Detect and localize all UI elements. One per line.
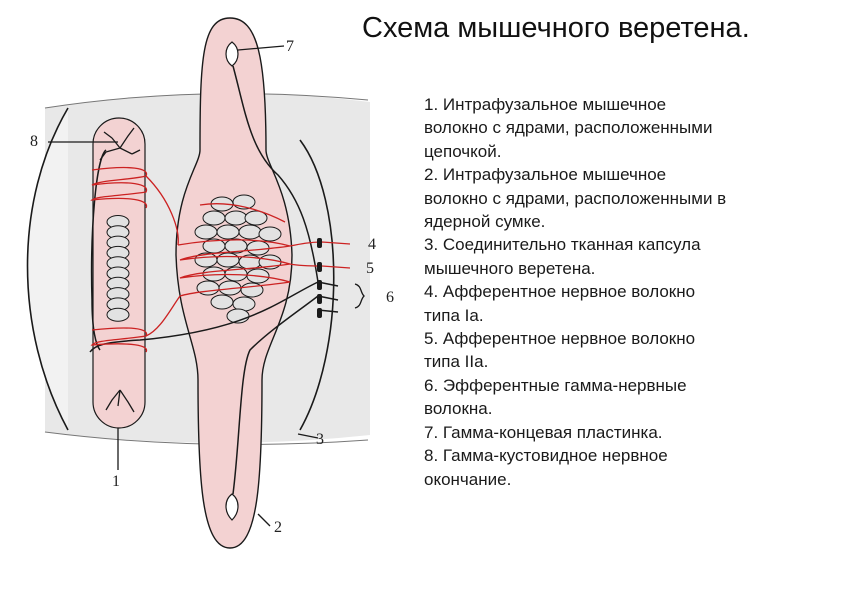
legend: 1. Интрафузальное мышечное волокно с ядр… [424, 93, 824, 491]
capsule-outline-right [299, 139, 335, 431]
label-5: 5 [366, 260, 374, 277]
label-8: 8 [30, 133, 38, 150]
nucleus [258, 226, 282, 242]
label-7: 7 [286, 38, 294, 55]
nucleus [106, 307, 130, 322]
label-3: 3 [316, 431, 324, 448]
legend-item-7: 7. Гамма-концевая пластинка. [424, 422, 663, 442]
nucleus [246, 240, 270, 256]
nucleus [238, 224, 262, 240]
legend-item-1: 1. Интрафузальное мышечное волокно с ядр… [424, 95, 713, 161]
capsule-outline-left [26, 107, 69, 431]
nucleus [202, 210, 226, 226]
gamma-endplate-bottom [225, 493, 239, 521]
label-1: 1 [112, 473, 120, 490]
diagram-title: Схема мышечного веретена. [362, 12, 750, 44]
nucleus [216, 252, 240, 268]
legend-item-2: 2. Интрафузальное мышечное волокно с ядр… [424, 165, 727, 232]
leader-lines [48, 45, 365, 527]
gamma-endplate-top [225, 41, 239, 67]
efferent-gamma-fibers [89, 65, 339, 495]
chain-nuclei [106, 215, 130, 322]
gamma-bush-ending [99, 127, 141, 413]
nucleus [210, 294, 234, 310]
nucleus [194, 224, 218, 240]
nucleus [224, 210, 248, 226]
label-6: 6 [386, 289, 394, 306]
nerve-fiber-endings [317, 238, 322, 318]
legend-item-8: 8. Гамма-кустовидное нервное окончание. [424, 446, 668, 489]
legend-item-5: 5. Афферентное нервное волокно типа IIa. [424, 329, 696, 372]
legend-item-6: 6. Эфферентные гамма-нервные волокна. [424, 375, 687, 419]
afferent-fibers [90, 166, 351, 353]
nucleus [196, 280, 220, 296]
legend-item-3: 3. Соединительно тканная капсула мышечно… [424, 235, 701, 278]
legend-item-4: 4. Афферентное нервное волокно типа Ia. [424, 282, 696, 325]
label-2: 2 [274, 519, 282, 536]
label-4: 4 [368, 236, 376, 253]
nucleus [216, 224, 240, 240]
nucleus [244, 210, 268, 226]
